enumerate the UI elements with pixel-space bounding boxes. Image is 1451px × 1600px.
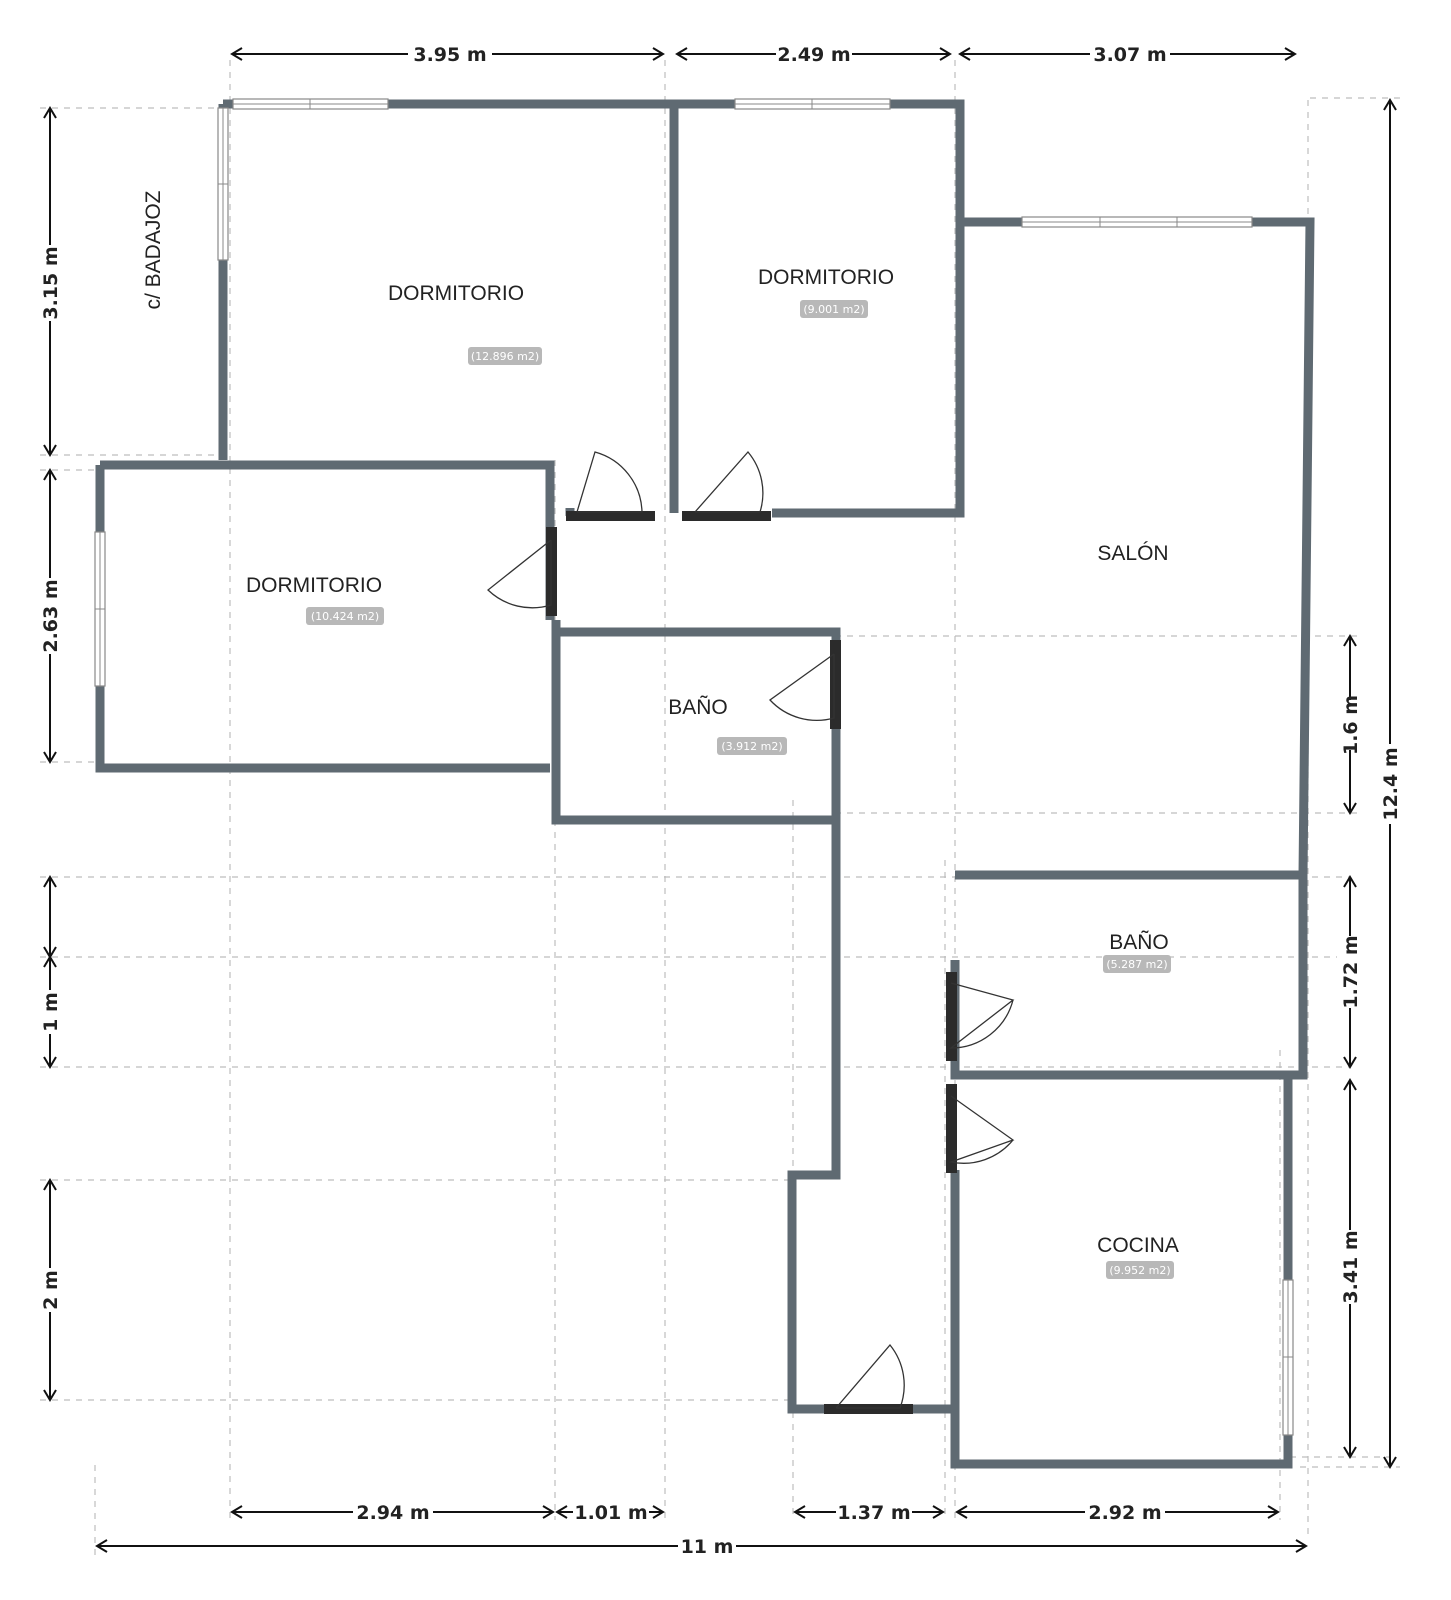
window-top-middle (734, 98, 891, 110)
dim-left-1: 3.15 m (40, 246, 62, 319)
window-salon (1021, 216, 1253, 228)
dim-bottom-total: 11 m (681, 1536, 734, 1558)
dim-left-4: 2 m (40, 1270, 62, 1310)
window-left-bedroom (94, 531, 106, 687)
dim-right-1: 1.6 m (1340, 695, 1362, 755)
dim-top-3: 3.07 m (1093, 44, 1166, 66)
dim-bottom-2: 1.01 m (574, 1502, 647, 1524)
room-name-bedroom-2: DORMITORIO (758, 266, 894, 289)
room-name-bedroom-3: DORMITORIO (246, 574, 382, 597)
dim-bottom-1: 2.94 m (356, 1502, 429, 1524)
construction-grid (40, 60, 1400, 1560)
walls (95, 99, 1315, 1469)
room-name-bath-1: BAÑO (668, 695, 728, 719)
window-left-upper (217, 107, 229, 261)
dim-right-2: 1.72 m (1340, 935, 1362, 1008)
dim-bottom-4: 2.92 m (1088, 1502, 1161, 1524)
door-entrance (824, 1343, 913, 1414)
room-name-salon: SALÓN (1097, 542, 1168, 565)
street-label: c/ BADAJOZ (142, 190, 165, 309)
room-area-bedroom-2: (9.001 m2) (803, 303, 864, 316)
doors (487, 451, 1015, 1414)
room-area-bedroom-3: (10.424 m2) (311, 610, 379, 623)
door-bedroom-3 (487, 527, 557, 616)
door-kitchen (946, 1084, 1015, 1173)
room-labels: DORMITORIO (12.896 m2) DORMITORIO (9.001… (142, 190, 1179, 1279)
dim-top-2: 2.49 m (777, 44, 850, 66)
door-bath-2 (946, 972, 1015, 1061)
windows (94, 98, 1294, 1436)
room-area-bedroom-1: (12.896 m2) (471, 350, 539, 363)
dimension-lines (43, 47, 1397, 1553)
room-area-bath-2: (5.287 m2) (1106, 958, 1167, 971)
door-bedroom-2 (682, 451, 771, 521)
window-top-left (232, 98, 389, 110)
dim-bottom-3: 1.37 m (837, 1502, 910, 1524)
dim-left-2: 2.63 m (40, 579, 62, 652)
room-name-bedroom-1: DORMITORIO (388, 282, 524, 305)
dim-right-total: 12.4 m (1380, 747, 1402, 820)
room-name-bath-2: BAÑO (1109, 930, 1169, 954)
door-bedroom-1 (566, 451, 655, 521)
dim-left-3: 1 m (40, 992, 62, 1032)
window-kitchen (1282, 1279, 1294, 1436)
room-area-kitchen: (9.952 m2) (1109, 1264, 1170, 1277)
dim-right-3: 3.41 m (1340, 1230, 1362, 1303)
room-area-bath-1: (3.912 m2) (721, 740, 782, 753)
door-bath-1 (769, 640, 841, 729)
room-name-kitchen: COCINA (1097, 1234, 1179, 1257)
dimension-labels: 3.95 m 2.49 m 3.07 m 3.15 m 2.63 m 1 m 2… (37, 40, 1403, 1558)
dim-top-1: 3.95 m (413, 44, 486, 66)
